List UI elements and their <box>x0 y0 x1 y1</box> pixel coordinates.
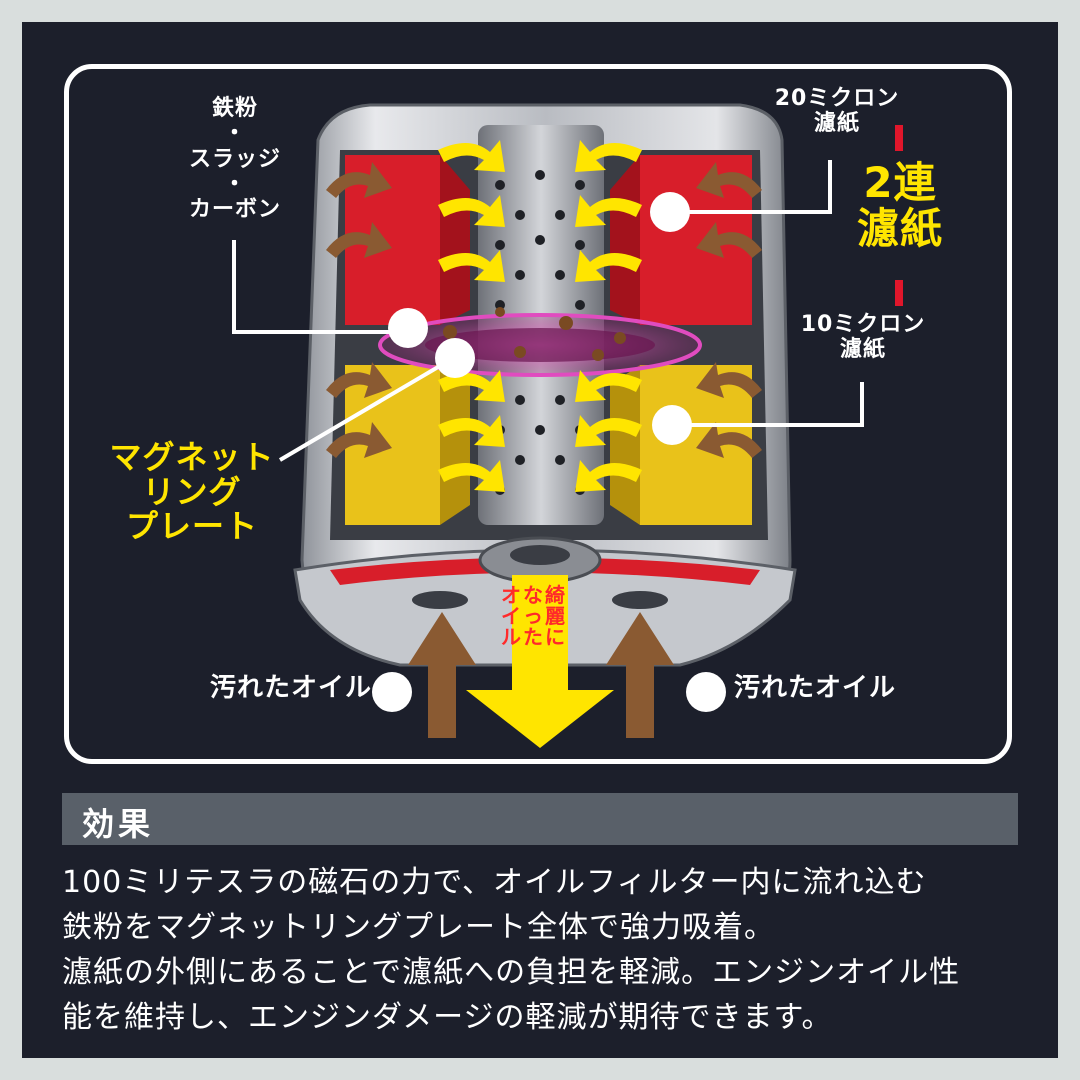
inflow-arrows-upper <box>438 140 642 282</box>
description-line-3: 濾紙の外側にあることで濾紙への負担を軽減。エンジンオイル性 <box>62 955 961 990</box>
clean-oil-outlet-arrow <box>466 575 614 748</box>
description-line-1: 100ミリテスラの磁石の力で、オイルフィルター内に流れ込む <box>62 865 927 900</box>
double-filter-sub: 濾紙 <box>856 204 943 254</box>
double-filter-title: 2連 <box>863 158 937 207</box>
dirty-oil-left-label: 汚れたオイル <box>209 673 372 703</box>
filter-10-label: 10ミクロン 濾紙 <box>778 312 948 363</box>
contaminant-sep-1: ・ <box>223 121 247 147</box>
contaminant-carbon: カーボン <box>188 197 281 223</box>
callout-lines <box>232 160 864 462</box>
side-arrows <box>326 162 762 458</box>
magnet-plate-line-1: マグネット <box>109 438 275 476</box>
magnet-plate-label: マグネット リング プレート <box>92 440 292 544</box>
double-filter-markers <box>895 125 903 306</box>
description-line-4: 能を維持し、エンジンダメージの軽減が期待できます。 <box>62 1000 833 1035</box>
double-filter-label: 2連 濾紙 <box>840 158 960 254</box>
filter-20-title: 20ミクロン <box>774 86 900 111</box>
effect-description: 100ミリテスラの磁石の力で、オイルフィルター内に流れ込む 鉄粉をマグネットリン… <box>62 860 1022 1040</box>
diagram-frame <box>64 64 1012 764</box>
inflow-arrows-lower <box>438 370 642 492</box>
clean-oil-label: 綺麗に なった オイル <box>498 585 588 725</box>
filter-10-micron <box>345 365 752 525</box>
description-line-2: 鉄粉をマグネットリングプレート全体で強力吸着。 <box>62 910 775 945</box>
tube-holes <box>495 170 585 495</box>
contaminants-label: 鉄粉 ・ スラッジ ・ カーボン <box>180 96 290 222</box>
contaminant-sep-2: ・ <box>223 171 247 197</box>
clean-oil-col-3: オイル <box>501 583 521 649</box>
filter-20-sub: 濾紙 <box>813 111 860 137</box>
callout-dots <box>372 192 726 712</box>
contaminant-iron: 鉄粉 <box>211 96 258 121</box>
magnet-plate-line-2: リング <box>142 472 242 511</box>
magnet-plate-line-3: プレート <box>125 507 258 546</box>
clean-oil-col-2: なった <box>523 583 543 649</box>
dirty-oil-right-label: 汚れたオイル <box>734 673 897 703</box>
section-title: 効果 <box>82 805 155 843</box>
filter-20-label: 20ミクロン 濾紙 <box>752 86 922 137</box>
clean-oil-col-1: 綺麗に <box>545 583 565 649</box>
dirty-oil-inlet-arrows <box>408 612 674 738</box>
filter-10-title: 10ミクロン <box>800 312 926 337</box>
iron-particles <box>443 307 626 361</box>
effect-section-header: 効果 <box>62 793 1018 845</box>
contaminant-sludge: スラッジ <box>188 146 281 172</box>
filter-10-sub: 濾紙 <box>839 337 886 363</box>
